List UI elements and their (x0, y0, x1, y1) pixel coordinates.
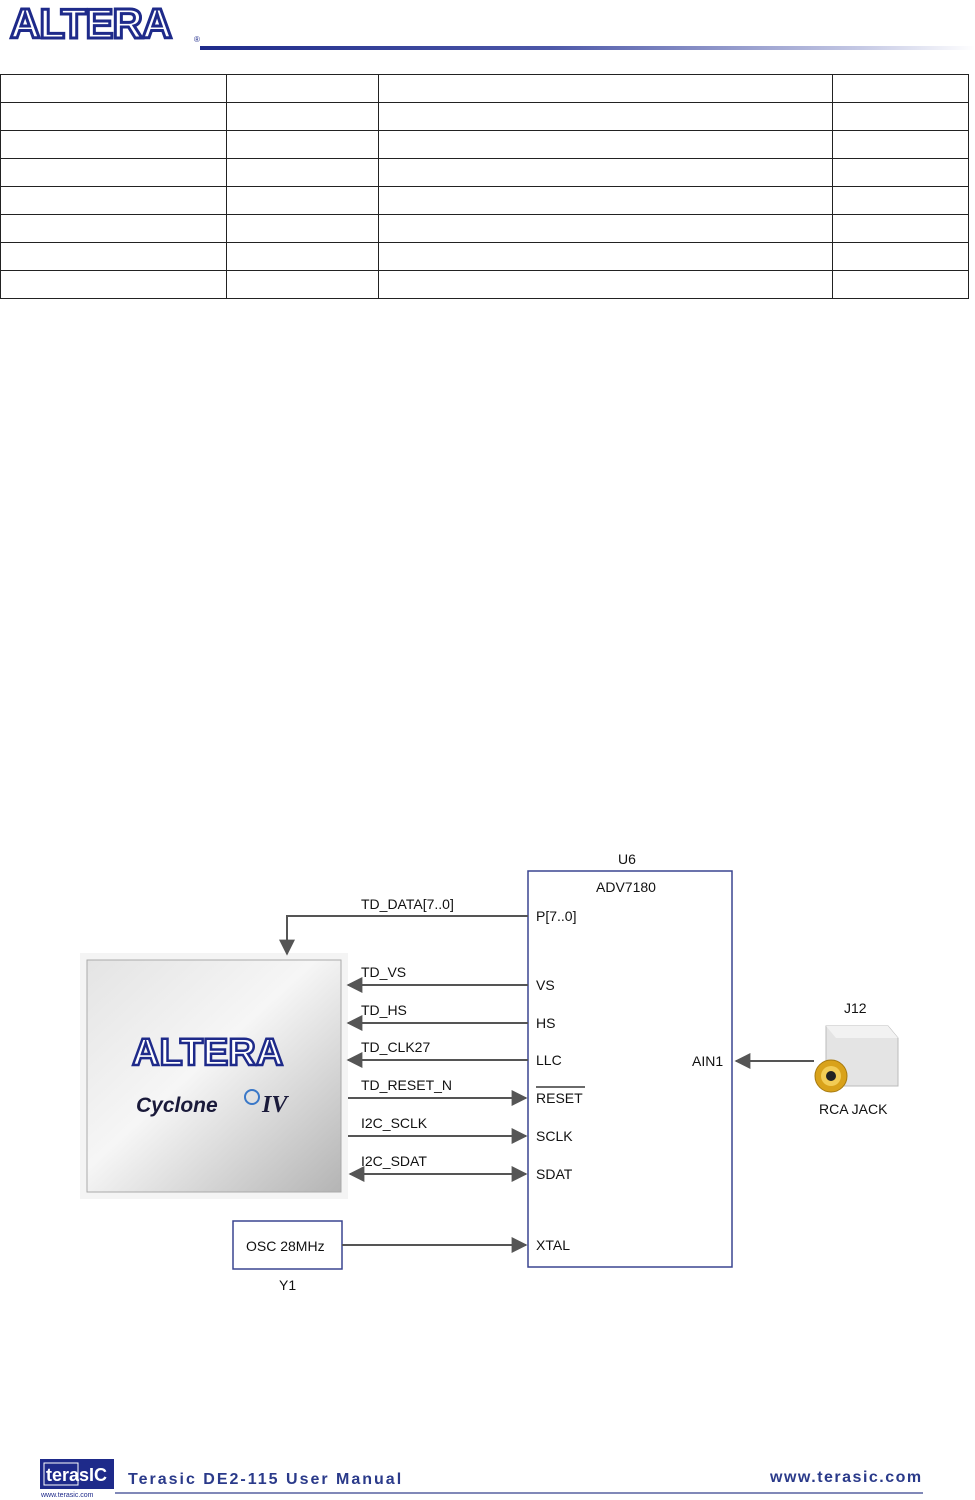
table-cell (832, 74, 969, 103)
altera-logo: ALTERA ® (9, 0, 201, 49)
signal-td-clk27-label: TD_CLK27 (361, 1039, 430, 1055)
pin-assignment-table (0, 74, 969, 299)
decoder-part-label: ADV7180 (596, 879, 656, 895)
signal-i2c-sdat-label: I2C_SDAT (361, 1153, 427, 1169)
pin-sclk-label: SCLK (536, 1128, 573, 1144)
table-cell (226, 242, 379, 271)
footer-url: www.terasic.com (770, 1469, 923, 1486)
rca-jack-icon (814, 1025, 899, 1093)
oscillator-label: OSC 28MHz (246, 1238, 325, 1254)
oscillator-ref-label: Y1 (279, 1277, 296, 1293)
table-cell (0, 242, 227, 271)
decoder-ref-label: U6 (618, 851, 636, 867)
table-row (0, 102, 969, 131)
header-rule (200, 46, 975, 50)
table-cell (832, 102, 969, 131)
tv-decoder-block-diagram: U6 ADV7180 P[7..0] VS HS LLC RESET SCLK … (80, 851, 899, 1293)
table-cell (832, 242, 969, 271)
pin-vs-label: VS (536, 977, 555, 993)
td-data-bus-line (279, 915, 528, 956)
table-cell (226, 130, 379, 159)
table-cell (226, 158, 379, 187)
pin-xtal-label: XTAL (536, 1237, 570, 1253)
table-row (0, 214, 969, 243)
page-footer: terasIC www.terasic.com Terasic DE2-115 … (0, 1455, 975, 1500)
table-cell (378, 214, 833, 243)
table-cell (378, 158, 833, 187)
table-cell (832, 270, 969, 299)
table-cell (0, 214, 227, 243)
table-cell (378, 102, 833, 131)
signal-td-hs-label: TD_HS (361, 1002, 407, 1018)
page-header: ALTERA ® (0, 0, 975, 60)
table-row (0, 186, 969, 215)
pin-llc-label: LLC (536, 1052, 562, 1068)
svg-text:®: ® (194, 35, 200, 44)
fpga-family-label: Cyclone (136, 1094, 218, 1117)
table-cell (0, 102, 227, 131)
table-cell (378, 270, 833, 299)
fpga-family-suffix: IV (261, 1092, 289, 1118)
table-cell (226, 214, 379, 243)
pin-ain1-label: AIN1 (692, 1053, 723, 1069)
footer-title: Terasic DE2-115 User Manual (128, 1471, 404, 1488)
table-row (0, 270, 969, 299)
signal-td-data-label: TD_DATA[7..0] (361, 896, 454, 912)
table-cell (0, 158, 227, 187)
table-cell (378, 74, 833, 103)
altera-logo-text: ALTERA (10, 0, 172, 47)
terasic-logo: terasIC www.terasic.com (40, 1459, 114, 1499)
signal-td-reset-label: TD_RESET_N (361, 1077, 452, 1093)
signal-i2c-sclk-label: I2C_SCLK (361, 1115, 428, 1131)
pin-table-body (0, 74, 969, 299)
table-cell (832, 186, 969, 215)
table-cell (0, 186, 227, 215)
table-cell (0, 270, 227, 299)
pin-reset-label: RESET (536, 1090, 583, 1106)
table-row (0, 158, 969, 187)
table-cell (226, 102, 379, 131)
table-cell (226, 186, 379, 215)
table-cell (378, 186, 833, 215)
pin-p-label: P[7..0] (536, 908, 576, 924)
oscillator-box (232, 1220, 343, 1270)
connector-ref-label: J12 (844, 1000, 867, 1016)
table-cell (832, 214, 969, 243)
table-cell (226, 270, 379, 299)
fpga-chip (86, 959, 342, 1193)
table-cell (0, 130, 227, 159)
terasic-logo-url: www.terasic.com (40, 1492, 94, 1499)
cyclone-swirl-icon (244, 1089, 260, 1105)
pin-hs-label: HS (536, 1015, 555, 1031)
terasic-logo-text: terasIC (46, 1465, 107, 1485)
connector-label: RCA JACK (819, 1101, 888, 1117)
table-cell (378, 130, 833, 159)
table-cell (832, 158, 969, 187)
table-cell (378, 242, 833, 271)
signal-td-vs-label: TD_VS (361, 964, 406, 980)
fpga-brand-logo: ALTERA (132, 1032, 283, 1074)
table-cell (0, 74, 227, 103)
pin-sdat-label: SDAT (536, 1166, 573, 1182)
footer-rule (115, 1492, 923, 1494)
table-row (0, 242, 969, 271)
table-row (0, 130, 969, 159)
table-cell (226, 74, 379, 103)
decoder-chip-box (527, 870, 733, 1268)
table-cell (832, 130, 969, 159)
table-row (0, 74, 969, 103)
